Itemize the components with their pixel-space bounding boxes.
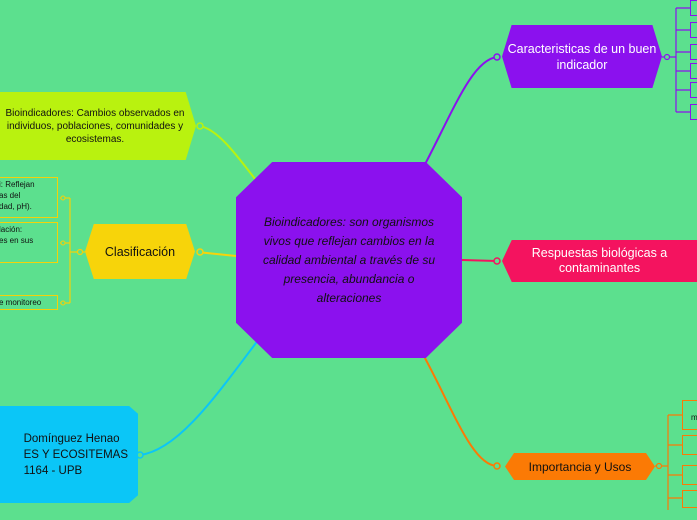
knob-bioindicadores [196, 122, 204, 130]
clasificacion-item-2[interactable]: lación: es en sus [0, 222, 58, 263]
caract-subtopic-2[interactable] [690, 22, 697, 38]
topic-clasificacion[interactable]: Clasificación [85, 224, 195, 279]
clasificacion-item-1-line-3: dad, pH). [0, 202, 32, 211]
importancia-subtopic-2[interactable] [682, 435, 697, 455]
autor-line-1: Domínguez Henao [23, 432, 120, 445]
clasificacion-item-3-line-1: e monitoreo [0, 298, 42, 307]
clasificacion-item-3[interactable]: e monitoreo [0, 295, 58, 310]
connector-imp-subs [668, 414, 682, 499]
clasificacion-item-1-line-2: as del [0, 191, 21, 200]
connector-respuestas [461, 259, 498, 262]
connector-importancia [414, 339, 498, 467]
topic-respuestas-label: Respuestas biológicas a contaminantes [531, 246, 668, 275]
caract-subtopic-3[interactable] [690, 44, 697, 60]
knob-clasif-3 [60, 300, 66, 306]
autor-line-3: 1164 - UPB [23, 464, 83, 477]
topic-importancia-label: Importancia y Usos [528, 459, 632, 474]
topic-bioindicadores[interactable]: Bioindicadores: Cambios observados en in… [0, 92, 196, 160]
knob-clasif-2 [60, 240, 66, 246]
caract-subtopic-1[interactable] [690, 0, 697, 16]
connector-caract-trunk [662, 8, 677, 112]
connector-imp-trunk [655, 415, 669, 510]
central-topic[interactable]: Bioindicadores: son organismos vivos que… [236, 162, 462, 358]
connector-caracteristicas [414, 56, 498, 184]
importancia-subtopic-1[interactable]: m [682, 400, 697, 430]
topic-respuestas[interactable]: Respuestas biológicas a contaminantes [502, 240, 697, 282]
knob-imp-right [655, 462, 663, 470]
importancia-subtopic-1-label: m [691, 413, 697, 422]
topic-caracteristicas-label: Caracteristicas de un buen indicador [507, 41, 657, 72]
topic-bioindicadores-label: Bioindicadores: Cambios observados en in… [5, 107, 185, 145]
clasificacion-item-2-line-1: lación: [0, 225, 23, 234]
topic-importancia[interactable]: Importancia y Usos [505, 453, 655, 480]
topic-autor-text: Domínguez Henao ES Y ECOSITEMAS 1164 - U… [24, 431, 128, 479]
topic-caracteristicas[interactable]: Caracteristicas de un buen indicador [502, 25, 662, 88]
topic-autor[interactable]: Domínguez Henao ES Y ECOSITEMAS 1164 - U… [0, 406, 138, 503]
autor-line-2: ES Y ECOSITEMAS [23, 448, 128, 461]
knob-caracteristicas [493, 53, 501, 61]
central-topic-text: Bioindicadores: son organismos vivos que… [262, 214, 436, 305]
connector-bioindicadores [199, 125, 263, 189]
knob-clasif-left [76, 248, 84, 256]
connector-caract-subs [676, 7, 690, 113]
knob-caract-right [663, 53, 671, 61]
knob-clasif-1 [60, 195, 66, 201]
topic-clasificacion-label: Clasificación [104, 244, 176, 259]
knob-respuestas [493, 257, 501, 265]
caract-subtopic-6[interactable] [690, 104, 697, 120]
clasificacion-item-1-line-1: i: Reflejan [0, 180, 35, 189]
clasificacion-item-2-line-2: es en sus [0, 236, 34, 245]
knob-importancia [493, 462, 501, 470]
importancia-subtopic-4[interactable] [682, 490, 697, 508]
caract-subtopic-4[interactable] [690, 63, 697, 79]
clasificacion-item-1[interactable]: i: Reflejan as del dad, pH). [0, 177, 58, 218]
importancia-subtopic-3[interactable] [682, 465, 697, 485]
caract-subtopic-5[interactable] [690, 82, 697, 98]
connector-autor [139, 334, 263, 456]
knob-clasificacion [196, 248, 204, 256]
